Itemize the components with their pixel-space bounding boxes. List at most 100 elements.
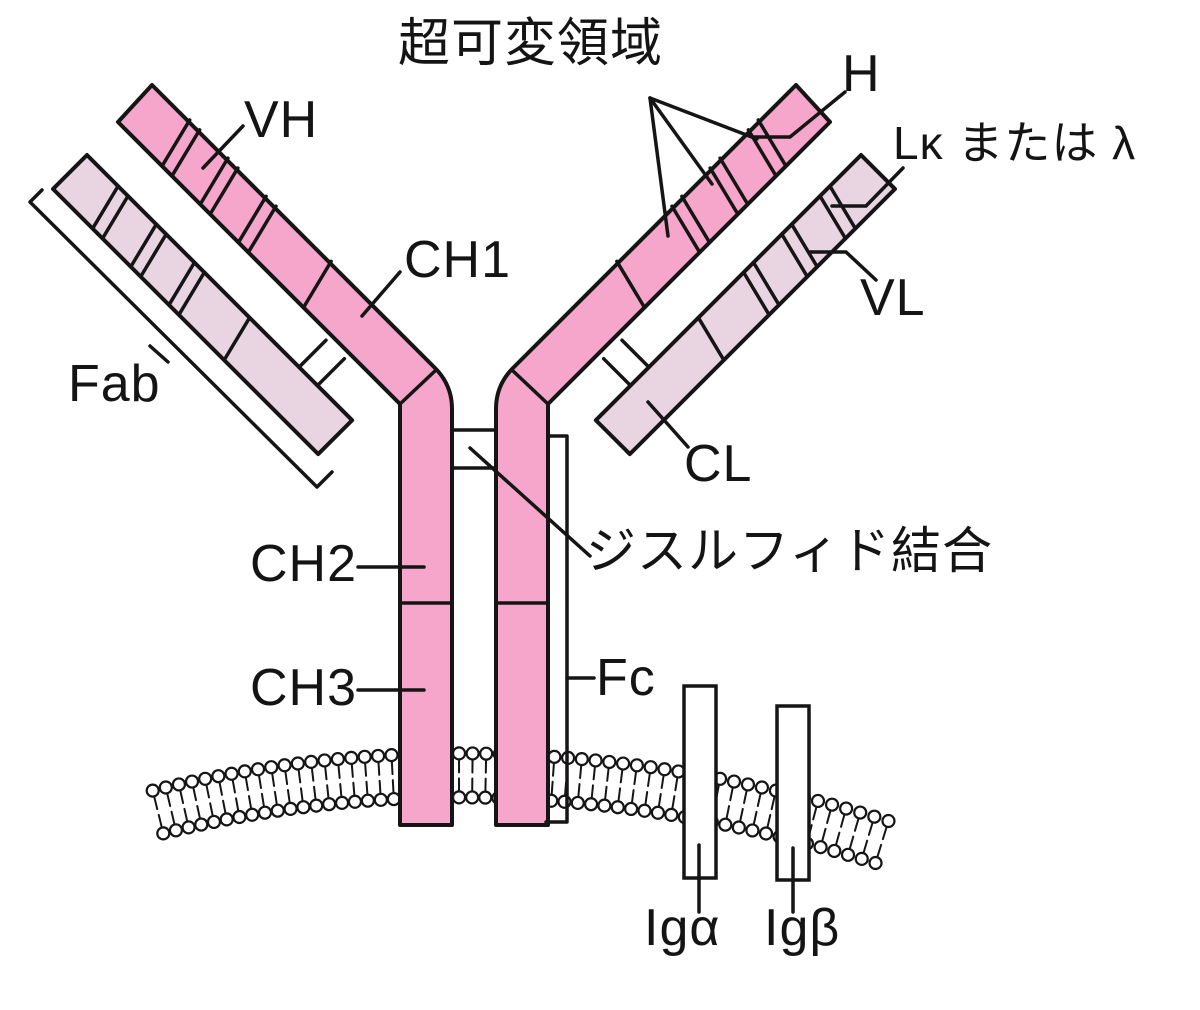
lipid-head xyxy=(277,758,292,773)
lipid-head xyxy=(657,762,672,777)
lipid-tail xyxy=(604,785,608,800)
lipid-head xyxy=(245,807,260,822)
lipid-head xyxy=(344,750,359,765)
interchain-disulfide xyxy=(620,338,651,369)
lipid-head xyxy=(330,751,345,767)
hv-stripe xyxy=(167,260,197,307)
label-vl: VL xyxy=(860,269,926,327)
lipid-tail xyxy=(853,818,860,832)
lipid-tail xyxy=(286,789,291,803)
light-chain-left xyxy=(51,153,355,457)
lipid-tail xyxy=(812,806,818,821)
fab-pointer-line xyxy=(148,344,170,364)
hv-stripe xyxy=(160,118,192,168)
hypervariable-fan-line xyxy=(648,96,714,186)
light-chain-left-body xyxy=(51,153,355,457)
lipid-tail xyxy=(835,831,841,846)
hv-stripe xyxy=(708,166,740,216)
lipid-head xyxy=(597,798,612,813)
lipid-tail xyxy=(577,782,581,797)
lipid-tail xyxy=(205,784,210,799)
lipid-tail xyxy=(153,796,159,811)
lipid-head xyxy=(615,756,631,771)
lipid-tail xyxy=(876,843,883,858)
lipid-tail xyxy=(222,799,227,814)
label-cl: CL xyxy=(684,435,753,493)
lipid-head xyxy=(304,754,319,770)
lipid-head xyxy=(156,826,171,841)
label-light-chain: Lκ または λ xyxy=(893,117,1137,169)
hv-stripe xyxy=(756,118,788,168)
lipid-head xyxy=(219,812,234,827)
hv-stripe xyxy=(236,194,268,245)
vl-cl-boundary xyxy=(222,315,252,362)
lipid-head xyxy=(629,758,644,773)
lipid-tail xyxy=(821,827,827,842)
hv-stripe xyxy=(170,128,202,178)
lipid-head xyxy=(574,752,589,767)
lipid-tail xyxy=(310,767,315,782)
lipid-head xyxy=(309,798,324,813)
lipid-tail xyxy=(671,795,676,809)
interchain-disulfide xyxy=(315,356,347,388)
lipid-head xyxy=(479,746,494,761)
hv-stripe xyxy=(670,204,702,254)
lipid-head xyxy=(334,795,350,810)
heavy-chain-left-stripes xyxy=(160,118,333,310)
lipid-head xyxy=(360,793,375,808)
lipid-tail xyxy=(729,787,734,802)
lipid-head xyxy=(588,753,603,768)
lipid-head xyxy=(868,855,883,871)
lipid-tail xyxy=(377,761,381,776)
lipid-tail xyxy=(326,784,330,799)
lipid-head xyxy=(813,840,828,855)
lipid-head xyxy=(602,754,617,770)
heavy-chain-left xyxy=(116,83,454,827)
lipid-tail xyxy=(617,787,622,802)
lipid-head xyxy=(867,809,882,824)
lipid-head xyxy=(184,774,200,789)
lipid-tail xyxy=(324,766,328,781)
fc-bracket xyxy=(544,434,569,824)
lipid-tail xyxy=(867,822,874,836)
lipid-tail xyxy=(752,810,758,825)
lipid-tail xyxy=(862,839,869,854)
hv-stripe xyxy=(780,232,810,279)
lipid-head xyxy=(810,793,826,809)
hypervariable-fan-line xyxy=(648,96,670,238)
label-ig-beta: Igβ xyxy=(764,899,841,957)
hv-stripe xyxy=(246,204,278,254)
elbow-joint-line-left xyxy=(398,368,438,406)
lipid-tail xyxy=(247,795,252,809)
lipid-head xyxy=(827,843,842,859)
lipid-tail xyxy=(192,787,198,802)
lipid-head xyxy=(347,794,363,809)
lipid-head xyxy=(840,847,856,862)
lipid-tail xyxy=(657,792,662,807)
hv-stripe xyxy=(751,260,781,307)
lipid-head xyxy=(624,801,639,817)
lipid-tail xyxy=(235,797,240,812)
lipid-head xyxy=(290,756,305,771)
lipid-head xyxy=(181,820,196,835)
l-chain-pointer-line xyxy=(830,166,905,208)
ig-beta-protein xyxy=(775,704,811,882)
lipid-tail xyxy=(725,805,731,819)
lipid-tail xyxy=(166,793,172,807)
lipid-head xyxy=(145,783,160,798)
lipid-tail xyxy=(756,793,762,808)
cl-pointer-line xyxy=(646,400,690,449)
lipid-tail xyxy=(258,775,263,789)
hv-stripe xyxy=(718,156,750,206)
hv-stripe xyxy=(100,194,130,241)
lipid-head xyxy=(465,790,480,805)
lipid-tail xyxy=(337,765,341,779)
lipid-tail xyxy=(647,773,651,788)
lipid-head xyxy=(854,851,869,866)
hv-stripe xyxy=(680,194,712,245)
lipid-head xyxy=(171,777,187,792)
vh-ch1-boundary xyxy=(615,259,647,310)
lipid-tail xyxy=(365,780,369,795)
label-fc: Fc xyxy=(596,649,656,707)
